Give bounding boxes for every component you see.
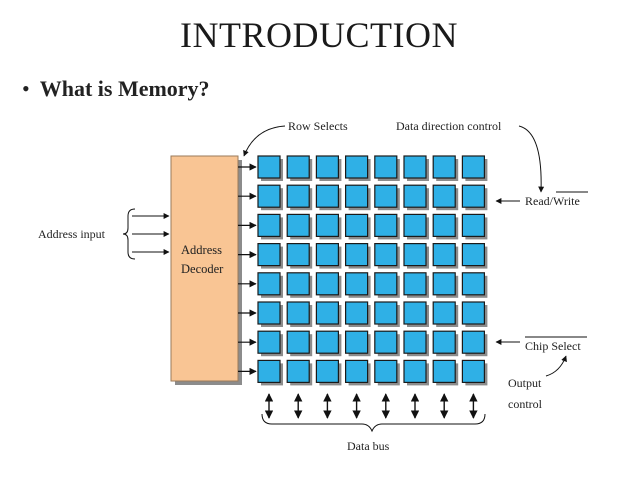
memory-cell [286,213,310,237]
memory-cell [345,359,369,383]
memory-cell [461,359,485,383]
memory-cell [315,243,339,267]
memory-cell [374,330,398,354]
memory-cell [315,213,339,237]
address-input-arrows [132,213,170,255]
memory-cell [403,272,427,296]
memory-cell [257,155,281,179]
memory-cell [461,184,485,208]
memory-cell [345,184,369,208]
memory-cell [432,272,456,296]
memory-cell [286,301,310,325]
memory-cell [345,243,369,267]
memory-cell [403,301,427,325]
data-direction-control-label: Data direction control [396,119,502,133]
memory-cell [461,272,485,296]
memory-cell [286,359,310,383]
memory-cell [432,330,456,354]
read-write-label: Read/Write [525,194,580,208]
memory-cell [374,155,398,179]
memory-cell [257,243,281,267]
memory-cell [286,155,310,179]
data-direction-control-pointer [518,125,545,193]
memory-cell [432,184,456,208]
bullet-text: What is Memory? [39,76,210,101]
memory-cell [257,330,281,354]
memory-cell [403,184,427,208]
memory-cell [461,330,485,354]
memory-cell [257,301,281,325]
data-bus-arrows [264,393,478,419]
memory-cell [257,213,281,237]
address-input-brace [122,208,136,260]
address-decoder-label-2: Decoder [181,262,224,276]
address-input-label: Address input [38,227,106,241]
memory-cell-grid [257,155,488,386]
memory-cell [374,243,398,267]
row-selects-pointer [243,125,286,157]
memory-cell [286,184,310,208]
data-bus-brace [261,413,486,433]
memory-cell [432,359,456,383]
memory-cell [374,301,398,325]
address-decoder-block [170,155,239,382]
output-control-label-2: control [508,397,543,411]
memory-cell [315,359,339,383]
bullet-item: • What is Memory? [22,74,210,104]
slide-title: INTRODUCTION [180,15,458,55]
memory-cell [403,155,427,179]
memory-cell [432,301,456,325]
memory-cell [345,155,369,179]
memory-cell [461,301,485,325]
read-label: Read/ [525,194,554,208]
memory-cell [403,213,427,237]
write-label: Write [553,194,580,208]
memory-cell [432,155,456,179]
memory-cell [374,184,398,208]
row-select-arrows [238,163,257,375]
address-decoder-label-1: Address [181,243,222,257]
memory-cell [461,243,485,267]
memory-cell [286,272,310,296]
row-selects-label: Row Selects [288,119,348,133]
memory-cell [315,155,339,179]
memory-cell [315,184,339,208]
memory-cell [345,272,369,296]
memory-cell [315,272,339,296]
data-bus-label: Data bus [347,439,390,453]
memory-cell [374,272,398,296]
memory-cell [345,301,369,325]
memory-cell [374,213,398,237]
memory-cell [257,184,281,208]
memory-cell [403,359,427,383]
memory-cell [403,330,427,354]
memory-cell [315,330,339,354]
memory-cell [345,330,369,354]
chip-select-label: Chip Select [525,339,581,353]
memory-cell [461,155,485,179]
memory-cell [286,330,310,354]
memory-cell [315,301,339,325]
memory-cell [257,272,281,296]
memory-cell [432,213,456,237]
memory-cell [286,243,310,267]
output-control-label-1: Output [508,376,542,390]
memory-cell [257,359,281,383]
memory-cell [345,213,369,237]
memory-cell [432,243,456,267]
output-control-pointer [545,355,567,377]
memory-cell [374,359,398,383]
memory-cell [403,243,427,267]
memory-cell [461,213,485,237]
bullet-dot: • [22,76,30,101]
